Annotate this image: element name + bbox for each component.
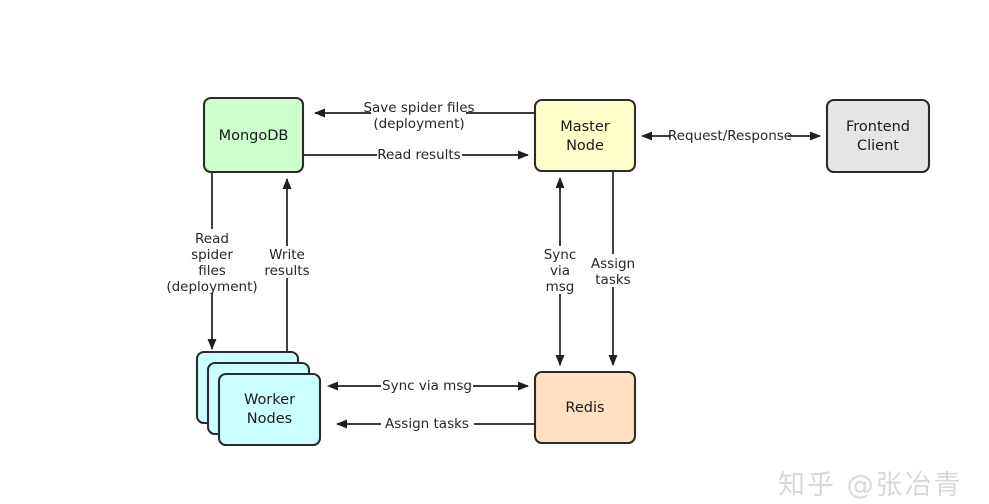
edge-sync-via-msg-vertical-label-line-1: Sync bbox=[544, 247, 577, 263]
edge-save-spider-files: Save spider files (deployment) bbox=[314, 100, 535, 132]
node-master-node-label-line-2: Node bbox=[566, 138, 604, 154]
edge-assign-tasks-vertical-label-line-2: tasks bbox=[595, 272, 630, 288]
edge-read-spider-files-label-line-1: Read bbox=[195, 231, 229, 247]
node-worker-nodes-label-line-1: Worker bbox=[244, 392, 295, 408]
edge-request-response: Request/Response bbox=[641, 128, 821, 144]
node-frontend-client[interactable]: Frontend Client bbox=[825, 98, 931, 174]
watermark: 知乎 @张冶青 bbox=[778, 470, 963, 501]
edge-sync-via-msg-vertical-label-line-3: msg bbox=[546, 279, 575, 295]
node-worker-nodes-box-front[interactable] bbox=[217, 372, 322, 447]
edge-write-results-label-line-1: Write bbox=[269, 247, 305, 263]
edge-read-spider-files-label-line-2: spider bbox=[191, 247, 233, 263]
edge-sync-via-msg-vertical: Sync via msg bbox=[544, 177, 577, 366]
edge-write-results-label-line-2: results bbox=[264, 263, 309, 279]
node-redis[interactable]: Redis bbox=[533, 370, 637, 445]
node-mongodb-box[interactable] bbox=[202, 96, 305, 174]
edge-assign-tasks-horizontal-label: Assign tasks bbox=[385, 416, 469, 432]
edge-save-spider-files-label-line-2: (deployment) bbox=[373, 116, 464, 132]
edge-read-spider-files-label-line-4: (deployment) bbox=[166, 279, 257, 295]
edge-read-results: Read results bbox=[303, 147, 529, 163]
edge-read-results-label: Read results bbox=[377, 147, 460, 163]
node-master-node-box[interactable] bbox=[533, 98, 637, 173]
edge-sync-via-msg-vertical-label-line-2: via bbox=[550, 263, 570, 279]
node-frontend-client-label-line-2: Client bbox=[857, 138, 899, 154]
edge-assign-tasks-vertical-label-line-1: Assign bbox=[591, 256, 635, 272]
node-redis-box[interactable] bbox=[533, 370, 637, 445]
edge-sync-via-msg-horizontal-label: Sync via msg bbox=[382, 378, 472, 394]
node-master-node[interactable]: Master Node bbox=[533, 98, 637, 173]
node-frontend-client-label-line-1: Frontend bbox=[846, 119, 910, 135]
edge-write-results: Write results bbox=[264, 178, 310, 378]
edge-assign-tasks-vertical: Assign tasks bbox=[591, 171, 635, 366]
node-master-node-label-line-1: Master bbox=[560, 119, 610, 135]
node-redis-label: Redis bbox=[565, 400, 604, 416]
edge-assign-tasks-horizontal: Assign tasks bbox=[336, 416, 535, 432]
node-mongodb[interactable]: MongoDB bbox=[202, 96, 305, 174]
node-frontend-client-box[interactable] bbox=[825, 98, 931, 174]
edge-sync-via-msg-horizontal: Sync via msg bbox=[327, 378, 529, 394]
edge-request-response-label: Request/Response bbox=[668, 128, 792, 144]
edge-read-spider-files-label-line-3: files bbox=[198, 263, 226, 279]
node-worker-nodes-label-line-2: Nodes bbox=[247, 411, 292, 427]
edge-read-spider-files: Read spider files (deployment) bbox=[166, 172, 258, 350]
node-mongodb-label: MongoDB bbox=[219, 128, 289, 144]
edge-save-spider-files-label-line-1: Save spider files bbox=[363, 100, 474, 116]
node-worker-nodes[interactable]: Worker Nodes bbox=[195, 350, 322, 447]
